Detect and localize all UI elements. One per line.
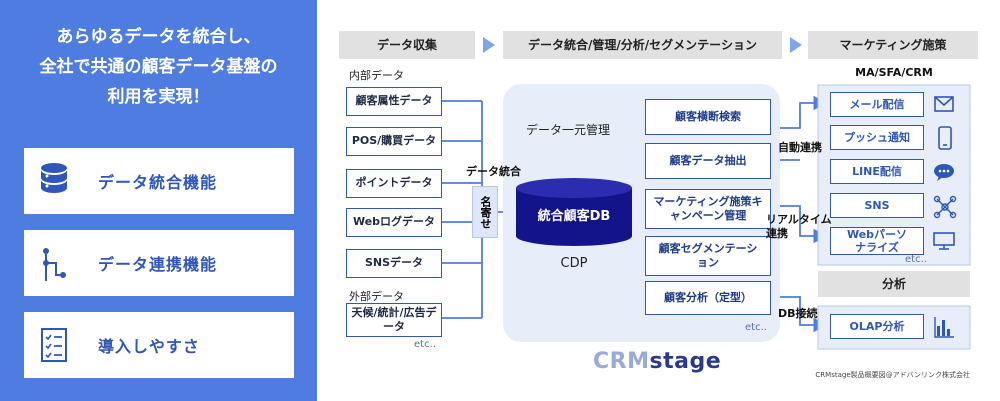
headline: あらゆるデータを統合し、 全社で共通の顧客データ基盤の 利用を実現！ — [0, 22, 317, 112]
analysis-header: 分析 — [818, 271, 970, 297]
logo-part-1: CRM — [593, 349, 650, 374]
function-segmentation: 顧客セグメンテーション — [645, 236, 771, 276]
monitor-icon — [933, 232, 955, 250]
product-logo: CRMstage — [593, 349, 721, 374]
integration-label: データ統合 — [466, 165, 521, 178]
mktg-group-label: MA/SFA/CRM — [855, 66, 933, 79]
cdp-area-title: データ一元管理 — [526, 123, 611, 137]
db-label: 統合顧客DB — [537, 209, 611, 224]
channel-mail: メール配信 — [830, 92, 924, 117]
db-cylinder-body — [516, 188, 632, 246]
sources-etc: etc.. — [414, 339, 436, 350]
mail-icon — [934, 96, 954, 112]
feature-label: 導入しやすさ — [98, 337, 200, 356]
source-sns: SNSデータ — [346, 249, 442, 278]
feature-label: データ連携機能 — [98, 255, 218, 274]
db-link-label: DB接続 — [778, 307, 818, 320]
source-pos: POS/購買データ — [346, 127, 442, 156]
source-customer-attributes: 顧客属性データ — [346, 87, 442, 116]
internal-data-label: 内部データ — [349, 69, 404, 82]
nayose-box: 名寄せ — [472, 186, 498, 238]
database-icon — [24, 162, 84, 200]
functions-etc: etc.. — [745, 322, 767, 333]
channel-push: プッシュ通知 — [830, 125, 924, 150]
channel-line: LINE配信 — [830, 159, 924, 184]
function-data-extraction: 顧客データ抽出 — [645, 143, 771, 179]
feature-data-integration: データ統合機能 — [24, 148, 294, 214]
cdp-label: CDP — [560, 256, 588, 271]
stage-header-integration: データ統合/管理/分析/セグメンテーション — [503, 31, 782, 59]
headline-line-2: 全社で共通の顧客データ基盤の — [39, 57, 278, 77]
stage-arrow-2 — [790, 37, 802, 53]
feature-easy-adoption: 導入しやすさ — [24, 312, 294, 378]
auto-link-label: 自動連携 — [778, 141, 822, 154]
checklist-icon — [24, 327, 84, 363]
connection-icon — [24, 245, 84, 281]
source-external: 天候/統計/広告データ — [346, 303, 442, 337]
channel-web-personalize: Webパーソナライズ — [830, 227, 924, 255]
bar-chart-icon — [934, 317, 954, 338]
function-cross-search: 顧客横断検索 — [645, 99, 771, 135]
feature-data-linkage: データ連携機能 — [24, 230, 294, 296]
smartphone-icon — [938, 126, 952, 150]
function-analysis: 顧客分析（定型） — [645, 281, 771, 315]
chat-bubble-icon — [934, 164, 954, 181]
stage-header-marketing: マーケティング施策 — [808, 31, 978, 59]
headline-line-3: 利用を実現！ — [107, 87, 210, 107]
stage-header-collection: データ収集 — [339, 31, 475, 59]
logo-part-2: stage — [649, 349, 722, 374]
realtime-link-label: リアルタイム連携 — [766, 213, 832, 240]
function-campaign-management: マーケティング施策キャンペーン管理 — [645, 189, 771, 229]
analysis-tool-olap: OLAP分析 — [830, 314, 924, 339]
source-weblog: Webログデータ — [346, 208, 442, 237]
external-data-label: 外部データ — [349, 290, 404, 303]
source-points: ポイントデータ — [346, 169, 442, 198]
feature-label: データ統合機能 — [98, 173, 218, 192]
network-icon — [933, 195, 957, 219]
stage-arrow-1 — [483, 37, 495, 53]
db-cylinder-top — [516, 178, 632, 198]
copyright: CRMstage製品概要図@アドバンリンク株式会社 — [815, 371, 970, 379]
left-panel: あらゆるデータを統合し、 全社で共通の顧客データ基盤の 利用を実現！ データ統合… — [0, 0, 317, 401]
channel-sns: SNS — [830, 193, 924, 218]
headline-line-1: あらゆるデータを統合し、 — [56, 27, 261, 47]
channels-etc: etc.. — [905, 254, 927, 265]
